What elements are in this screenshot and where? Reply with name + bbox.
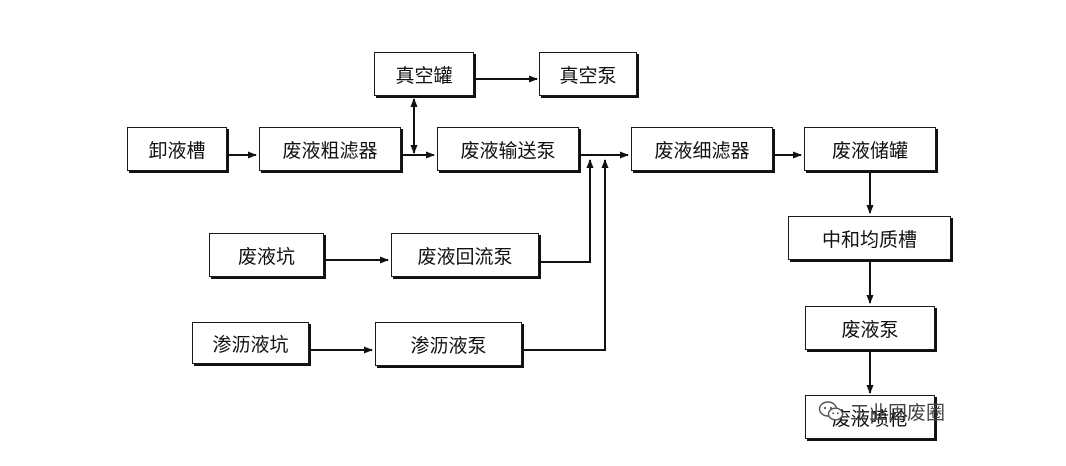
wechat-icon <box>818 401 844 421</box>
watermark: 工业固废圈 <box>818 396 978 426</box>
node-unload-tank: 卸液槽 <box>127 127 227 171</box>
node-waste-pit: 废液坑 <box>209 233 324 277</box>
watermark-text: 工业固废圈 <box>850 401 946 424</box>
node-return-pump: 废液回流泵 <box>391 233 539 277</box>
node-coarse-filter: 废液粗滤器 <box>259 127 401 171</box>
node-vacuum-tank: 真空罐 <box>374 52 474 96</box>
node-waste-pump: 废液泵 <box>805 306 935 350</box>
node-fine-filter: 废液细滤器 <box>631 127 773 171</box>
edge-return-to-fine <box>540 159 594 263</box>
node-neutralize-tank: 中和均质槽 <box>788 216 951 260</box>
node-transfer-pump: 废液输送泵 <box>437 127 579 171</box>
node-leachate-pump: 渗沥液泵 <box>375 322 522 366</box>
node-vacuum-pump: 真空泵 <box>539 52 637 96</box>
node-storage-tank: 废液储罐 <box>804 127 936 171</box>
node-leachate-pit: 渗沥液坑 <box>192 322 309 364</box>
edge-leachate-pump-to-fine <box>523 159 609 351</box>
